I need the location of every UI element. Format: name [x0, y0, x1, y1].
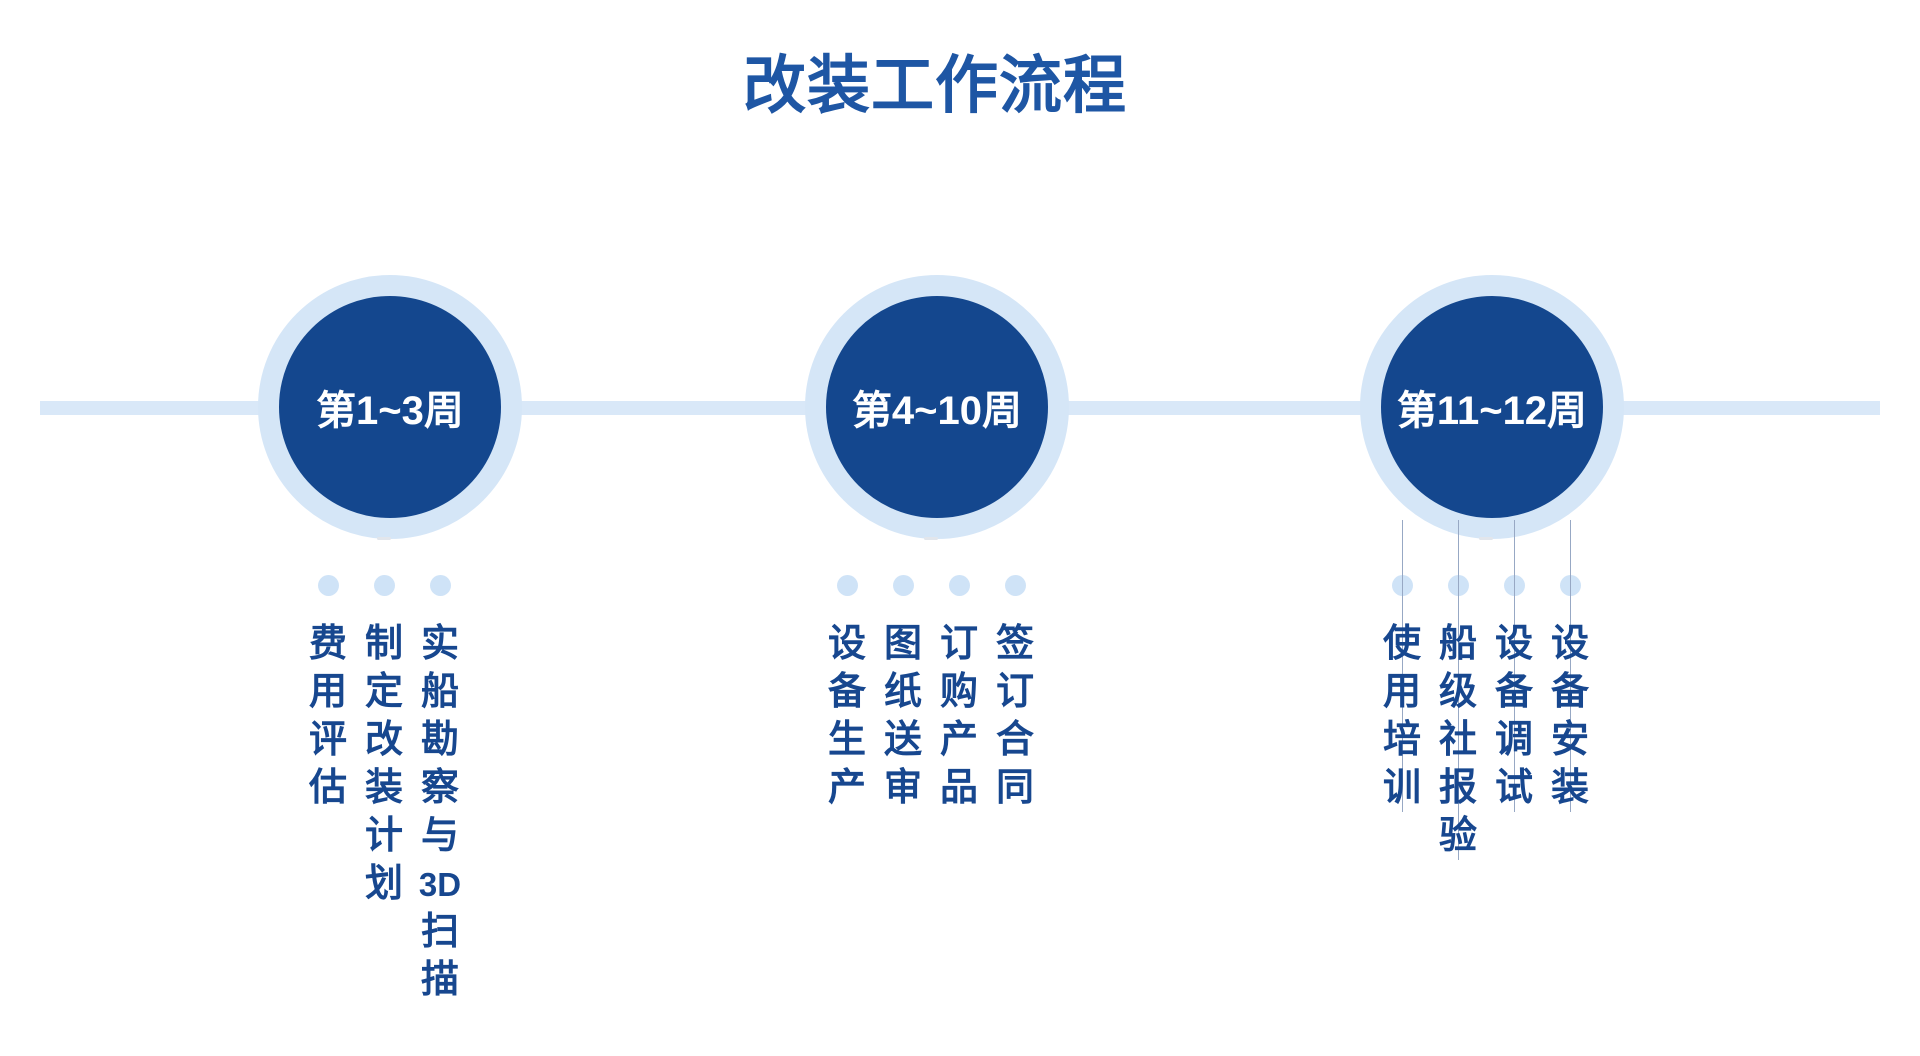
step-label-char: 训 [1382, 767, 1421, 809]
step-dot [429, 575, 451, 596]
step-label-char: 设 [1550, 623, 1589, 665]
stage-circle: 第4~10周 [805, 275, 1069, 539]
column-guide-line [1570, 520, 1571, 812]
step-label-char: 计 [364, 815, 403, 857]
step-label-column: 实船勘察与 3D 扫描 [417, 620, 463, 1004]
step-label-char: 安 [1550, 719, 1589, 761]
step-label-char: 设 [1494, 623, 1533, 665]
step-label-char: 订 [995, 671, 1034, 713]
step-label-char: 用 [1382, 671, 1421, 713]
step-label-char: 装 [364, 767, 403, 809]
stage-tick [1479, 537, 1493, 540]
stage-circle: 第11~12周 [1360, 275, 1624, 539]
step-label-column: 设备安装 [1547, 620, 1593, 812]
step-label-char: 察 [420, 767, 459, 809]
stage-label: 第4~10周 [851, 389, 1023, 433]
step-label-char: 描 [420, 959, 459, 1001]
step-label-char: 产 [939, 719, 978, 761]
page-title: 改装工作流程 [743, 51, 1127, 121]
step-label-char: 费 [308, 623, 347, 665]
step-label-char: 扫 [420, 911, 459, 953]
step-dot [1004, 575, 1026, 596]
step-dot [317, 575, 339, 596]
step-label-char: 设 [827, 623, 866, 665]
step-label-char: 产 [827, 767, 866, 809]
column-guide-line [1402, 520, 1403, 812]
step-label-column: 设备生产 [824, 620, 870, 812]
step-label-char: 划 [364, 863, 403, 905]
stage-label: 第1~3周 [316, 389, 464, 433]
step-label-char: 培 [1382, 719, 1421, 761]
step-label-char: 船 [1438, 623, 1477, 665]
step-label-char: 图 [883, 623, 922, 665]
step-label-column: 制定改装计划 [361, 620, 407, 908]
step-dot [373, 575, 395, 596]
step-label-char: 同 [995, 767, 1034, 809]
step-label-column: 使用培训 [1379, 620, 1425, 812]
step-label-column: 设备调试 [1491, 620, 1537, 812]
step-label-char: 评 [308, 719, 347, 761]
step-label-char: 使 [1382, 623, 1421, 665]
step-label-char: 估 [308, 767, 347, 809]
stage-tick [377, 537, 391, 540]
step-dot [836, 575, 858, 596]
step-label-char: 制 [364, 623, 403, 665]
step-label-column: 船级社报验 [1435, 620, 1481, 860]
step-label-char: 备 [1494, 671, 1533, 713]
step-label-char: 级 [1438, 671, 1477, 713]
step-label-char: 备 [1550, 671, 1589, 713]
step-label-char: 合 [995, 719, 1034, 761]
step-label-char: 验 [1438, 815, 1477, 857]
step-label-char: 签 [995, 623, 1034, 665]
step-label-char: 订 [939, 623, 978, 665]
step-label-char: 生 [827, 719, 866, 761]
step-label-char: 审 [883, 767, 922, 809]
step-label-column: 订购产品 [936, 620, 982, 812]
step-label-char: 备 [827, 671, 866, 713]
step-label-char: 与 [420, 815, 459, 857]
step-label-column: 图纸送审 [880, 620, 926, 812]
step-label-char: 品 [939, 767, 978, 809]
step-label-column: 签订合同 [992, 620, 1038, 812]
step-label-char: 实 [420, 623, 459, 665]
step-label-char: 用 [308, 671, 347, 713]
step-label-char: 试 [1494, 767, 1533, 809]
step-label-char: 报 [1438, 767, 1477, 809]
step-label-char: 装 [1550, 767, 1589, 809]
stage-tick [924, 537, 938, 540]
stage-circle: 第1~3周 [258, 275, 522, 539]
column-guide-line [1514, 520, 1515, 812]
step-dot [892, 575, 914, 596]
step-label-char: 纸 [883, 671, 922, 713]
step-label-char: 购 [939, 671, 978, 713]
step-label-char: 船 [420, 671, 459, 713]
step-label-char: 调 [1494, 719, 1533, 761]
step-label-char: 3D [418, 865, 462, 903]
step-label-column: 费用评估 [305, 620, 351, 812]
stage-label: 第11~12周 [1396, 389, 1588, 433]
step-label-char: 社 [1438, 719, 1477, 761]
step-label-char: 定 [364, 671, 403, 713]
step-label-char: 勘 [420, 719, 459, 761]
column-guide-line [1458, 520, 1459, 860]
step-label-char: 送 [883, 719, 922, 761]
step-label-char: 改 [364, 719, 403, 761]
step-dot [948, 575, 970, 596]
